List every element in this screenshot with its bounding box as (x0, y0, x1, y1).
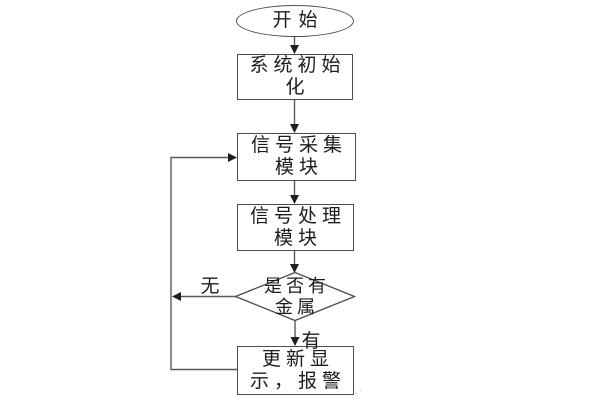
node-decision-line2: 金属 (275, 296, 319, 317)
node-system-init-line1: 系统初始 (249, 55, 346, 76)
node-update-alarm-line1: 更新显 (261, 348, 334, 370)
node-decision-line1: 是否有 (264, 275, 330, 296)
stray-mark: .· (355, 386, 363, 397)
decision-diamond-shape (233, 271, 357, 322)
arrowhead-down-icon (290, 45, 299, 54)
arrowhead-down-icon (290, 337, 300, 346)
node-signal-processing-line2: 模块 (273, 227, 322, 249)
arrowhead-left-icon (172, 292, 181, 301)
node-decision: 是否有 金属 (237, 275, 353, 318)
arrowhead-right-icon (228, 153, 237, 162)
branch-label-yes: 有 (301, 331, 321, 352)
edge-feedback-loop (170, 156, 238, 371)
branch-label-no: 无 (200, 276, 220, 297)
arrowhead-down-icon (290, 195, 299, 204)
arrowhead-down-icon (290, 124, 299, 133)
node-signal-processing: 信号处理 模块 (237, 204, 354, 251)
node-update-alarm: 更新显 示，报警 (237, 346, 354, 395)
node-start-label: 开始 (272, 10, 325, 31)
node-start: 开始 (236, 5, 354, 37)
node-signal-processing-line1: 信号处理 (249, 205, 346, 227)
node-update-alarm-line2: 示，报警 (249, 370, 346, 392)
arrowhead-down-icon (290, 264, 299, 273)
node-system-init: 系统初始 化 (237, 54, 353, 100)
node-signal-acquisition-line2: 模块 (274, 157, 323, 178)
node-signal-acquisition-line1: 信号采集 (250, 135, 347, 156)
node-signal-acquisition: 信号采集 模块 (237, 133, 356, 181)
node-system-init-line2: 化 (285, 77, 310, 98)
